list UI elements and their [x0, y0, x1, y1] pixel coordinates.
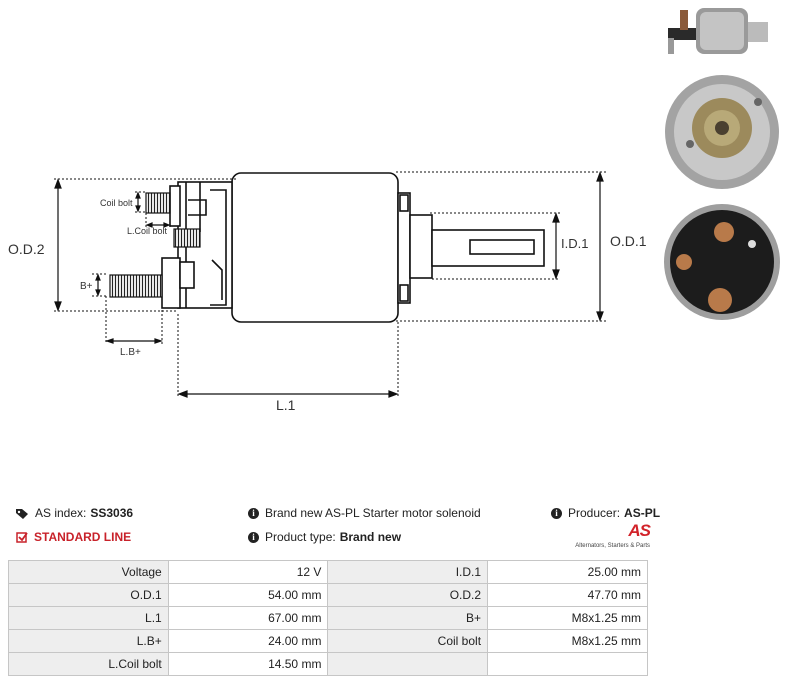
spec-label: L.1 — [8, 606, 169, 630]
table-row: O.D.1 54.00 mm O.D.2 47.70 mm — [8, 583, 648, 607]
check-square-icon — [16, 532, 28, 543]
info-row-1: AS index: SS3036 i Brand new AS-PL Start… — [0, 502, 800, 524]
spec-value — [487, 652, 648, 676]
spec-value: 54.00 mm — [167, 583, 329, 607]
product-photo-back — [665, 75, 779, 189]
producer: i Producer: AS-PL — [551, 502, 660, 524]
table-row: L.B+ 24.00 mm Coil bolt M8x1.25 mm — [8, 629, 648, 653]
info-icon: i — [248, 507, 259, 519]
spec-value: 14.50 mm — [167, 652, 329, 676]
dimension-arrows — [54, 171, 604, 398]
spec-label: O.D.1 — [8, 583, 169, 607]
label-coil-bolt: Coil bolt — [100, 198, 133, 208]
spec-label: Voltage — [8, 560, 169, 584]
spec-label: Coil bolt — [327, 629, 489, 653]
technical-drawing: O.D.2 O.D.1 I.D.1 L.1 L.B+ B+ Coil bolt … — [8, 171, 647, 413]
spec-value: 25.00 mm — [487, 560, 648, 584]
spec-label: B+ — [327, 606, 489, 630]
spec-label: L.B+ — [8, 629, 169, 653]
spec-value: 67.00 mm — [167, 606, 329, 630]
product-type-label: Product type: — [265, 530, 336, 544]
coil-bolt-thread-lower — [173, 228, 201, 248]
table-row: L.Coil bolt 14.50 mm — [8, 652, 648, 676]
info-row-2: STANDARD LINE i Product type: Brand new — [0, 526, 800, 548]
spec-table: Voltage 12 V I.D.1 25.00 mm O.D.1 54.00 … — [8, 560, 648, 676]
description-text: Brand new AS-PL Starter motor solenoid — [265, 506, 481, 520]
label-id1: I.D.1 — [561, 236, 588, 251]
spec-label: I.D.1 — [327, 560, 489, 584]
spec-label: O.D.2 — [327, 583, 489, 607]
label-lbplus: L.B+ — [120, 347, 141, 358]
spec-value: 24.00 mm — [167, 629, 329, 653]
as-index: AS index: SS3036 — [16, 502, 133, 524]
product-photo-front — [664, 204, 780, 320]
spec-label — [327, 652, 489, 676]
tag-icon — [16, 508, 28, 519]
producer-label: Producer: — [568, 506, 621, 520]
table-row: L.1 67.00 mm B+ M8x1.25 mm — [8, 606, 648, 630]
as-logo-tagline: Alternators, Starters & Parts — [575, 543, 650, 549]
solenoid-outline — [161, 172, 545, 323]
label-od2: O.D.2 — [8, 241, 45, 257]
as-logo-mark: AS — [628, 521, 651, 540]
dimension-extension-lines — [54, 171, 606, 398]
standard-line-text: STANDARD LINE — [34, 530, 132, 544]
spec-value: M8x1.25 mm — [487, 606, 648, 630]
spec-value: M8x1.25 mm — [487, 629, 648, 653]
label-l1: L.1 — [276, 397, 296, 413]
producer-value: AS-PL — [624, 506, 661, 520]
table-row: Voltage 12 V I.D.1 25.00 mm — [8, 560, 648, 584]
description: i Brand new AS-PL Starter motor solenoid — [248, 502, 481, 524]
standard-line: STANDARD LINE — [16, 526, 131, 548]
spec-value: 47.70 mm — [487, 583, 648, 607]
spec-value: 12 V — [167, 560, 329, 584]
label-od1: O.D.1 — [610, 233, 647, 249]
product-type-value: Brand new — [339, 530, 402, 544]
product-type: i Product type: Brand new — [248, 526, 401, 548]
bplus-bolt-thread — [109, 274, 163, 298]
as-index-label: AS index: — [35, 506, 87, 520]
info-icon: i — [248, 531, 259, 543]
label-l-coil-bolt: L.Coil bolt — [127, 226, 168, 236]
spec-label: L.Coil bolt — [8, 652, 169, 676]
coil-bolt-thread — [145, 192, 171, 214]
info-icon: i — [551, 507, 562, 519]
as-pl-logo: AS Alternators, Starters & Parts — [575, 521, 651, 553]
label-bplus: B+ — [80, 281, 93, 292]
as-index-value: SS3036 — [90, 506, 134, 520]
product-photo-side — [668, 8, 768, 54]
